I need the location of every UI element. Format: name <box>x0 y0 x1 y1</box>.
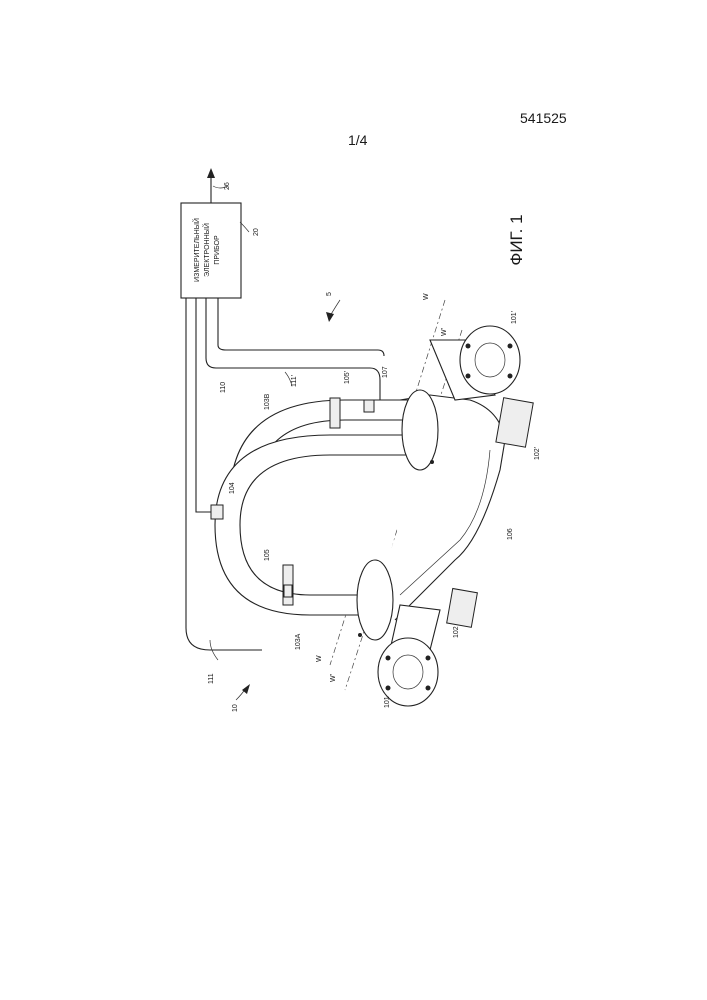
label-106: 106 <box>507 528 514 540</box>
pickoff-107 <box>364 400 374 412</box>
flange-101 <box>378 638 438 706</box>
label-111-prime: 111' <box>291 375 298 387</box>
label-w-top: W <box>423 293 430 300</box>
pickoff-105 <box>284 585 292 597</box>
brace-bar-right <box>330 398 340 428</box>
label-10: 10 <box>232 704 239 712</box>
label-103b: 103B <box>264 393 271 410</box>
label-102: 102 <box>453 626 460 638</box>
label-w-prime-top: W' <box>441 328 448 336</box>
flow-tube-103a-inner <box>240 455 420 595</box>
meter-electronics-box <box>181 203 241 298</box>
svg-text:ИЗМЕРИТЕЛЬНЫЙ: ИЗМЕРИТЕЛЬНЫЙ <box>192 218 201 282</box>
spacer-plate-left <box>447 588 478 627</box>
label-107: 107 <box>382 366 389 378</box>
label-20: 20 <box>253 228 260 236</box>
label-w-prime-bottom: W' <box>330 674 337 682</box>
label-26: 26 <box>224 182 231 190</box>
label-105: 105 <box>264 549 271 561</box>
label-110: 110 <box>220 382 227 393</box>
lead-110b <box>218 298 384 356</box>
output-arrow-icon <box>207 168 215 178</box>
label-111: 111 <box>208 673 215 684</box>
arrow-10-icon <box>242 684 250 694</box>
label-103a: 103A <box>295 633 302 650</box>
arrow-5-icon <box>326 312 334 322</box>
label-104: 104 <box>229 482 236 494</box>
label-105-prime: 105' <box>344 371 351 384</box>
label-101-prime: 101' <box>511 311 518 324</box>
mount-flange-right <box>402 390 438 470</box>
driver-104 <box>211 505 223 519</box>
spacer-plate-right <box>496 398 533 448</box>
flange-101-prime <box>460 326 520 394</box>
label-102-prime: 102' <box>534 447 541 460</box>
svg-text:ЭЛЕКТРОННЫЙ: ЭЛЕКТРОННЫЙ <box>202 223 211 277</box>
lead-110 <box>196 298 214 512</box>
label-w-bottom: W <box>316 655 323 662</box>
label-5: 5 <box>326 292 333 296</box>
label-101: 101 <box>384 696 391 708</box>
svg-text:ПРИБОР: ПРИБОР <box>214 235 221 265</box>
figure-caption: ФИГ. 1 <box>507 214 526 265</box>
mount-flange-left <box>357 560 393 640</box>
